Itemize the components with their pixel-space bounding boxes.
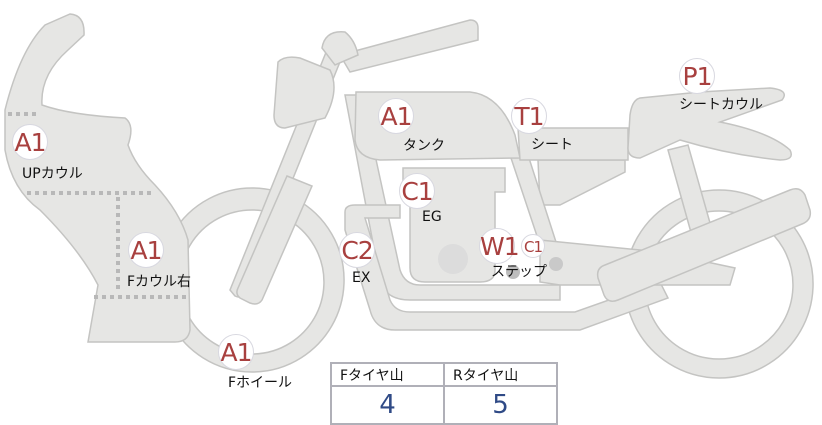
tank-code-badge[interactable]: A1 [378,98,414,134]
seat [517,127,629,161]
exhaust-label: EX [352,270,371,286]
f-cowl-right-label: Fカウル右 [127,274,192,290]
f-cowl-right-code-badge[interactable]: A1 [128,232,164,268]
exhaust-pipe [344,204,670,331]
seat-cowl-code-badge[interactable]: P1 [679,58,715,94]
step-label: ステップ [491,264,547,280]
engine-code-badge[interactable]: C1 [399,173,435,209]
front-tire-header: Fタイヤ山 [330,362,445,387]
tire-tread-table: Fタイヤ山 Rタイヤ山 4 5 [330,362,558,425]
up-cowl-code-badge[interactable]: A1 [12,124,48,160]
engine-cover [438,244,468,274]
handlebar [338,19,479,73]
swing-arm [596,188,812,302]
side-cover [537,159,626,206]
headlight [273,56,335,129]
up-cowl-label: UPカウル [22,166,83,182]
f-wheel-code-badge[interactable]: A1 [218,334,254,370]
step-secondary-code-badge[interactable]: C1 [521,234,545,258]
tank-label: タンク [403,138,445,154]
seat-code-badge[interactable]: T1 [511,98,547,134]
fork-tube [236,175,313,305]
front-tire-value: 4 [330,385,445,425]
seat-cowl-label: シートカウル [679,97,763,113]
rear-tire-value: 5 [443,385,558,425]
seat-cowl [627,87,792,161]
engine-label: EG [422,209,442,225]
mirror [321,31,359,66]
step-code-badge[interactable]: W1 [479,228,520,264]
rear-tire-header: Rタイヤ山 [443,362,558,387]
exhaust-code-badge[interactable]: C2 [339,232,375,268]
f-wheel-label: Fホイール [228,375,293,391]
seat-label: シート [531,137,573,153]
